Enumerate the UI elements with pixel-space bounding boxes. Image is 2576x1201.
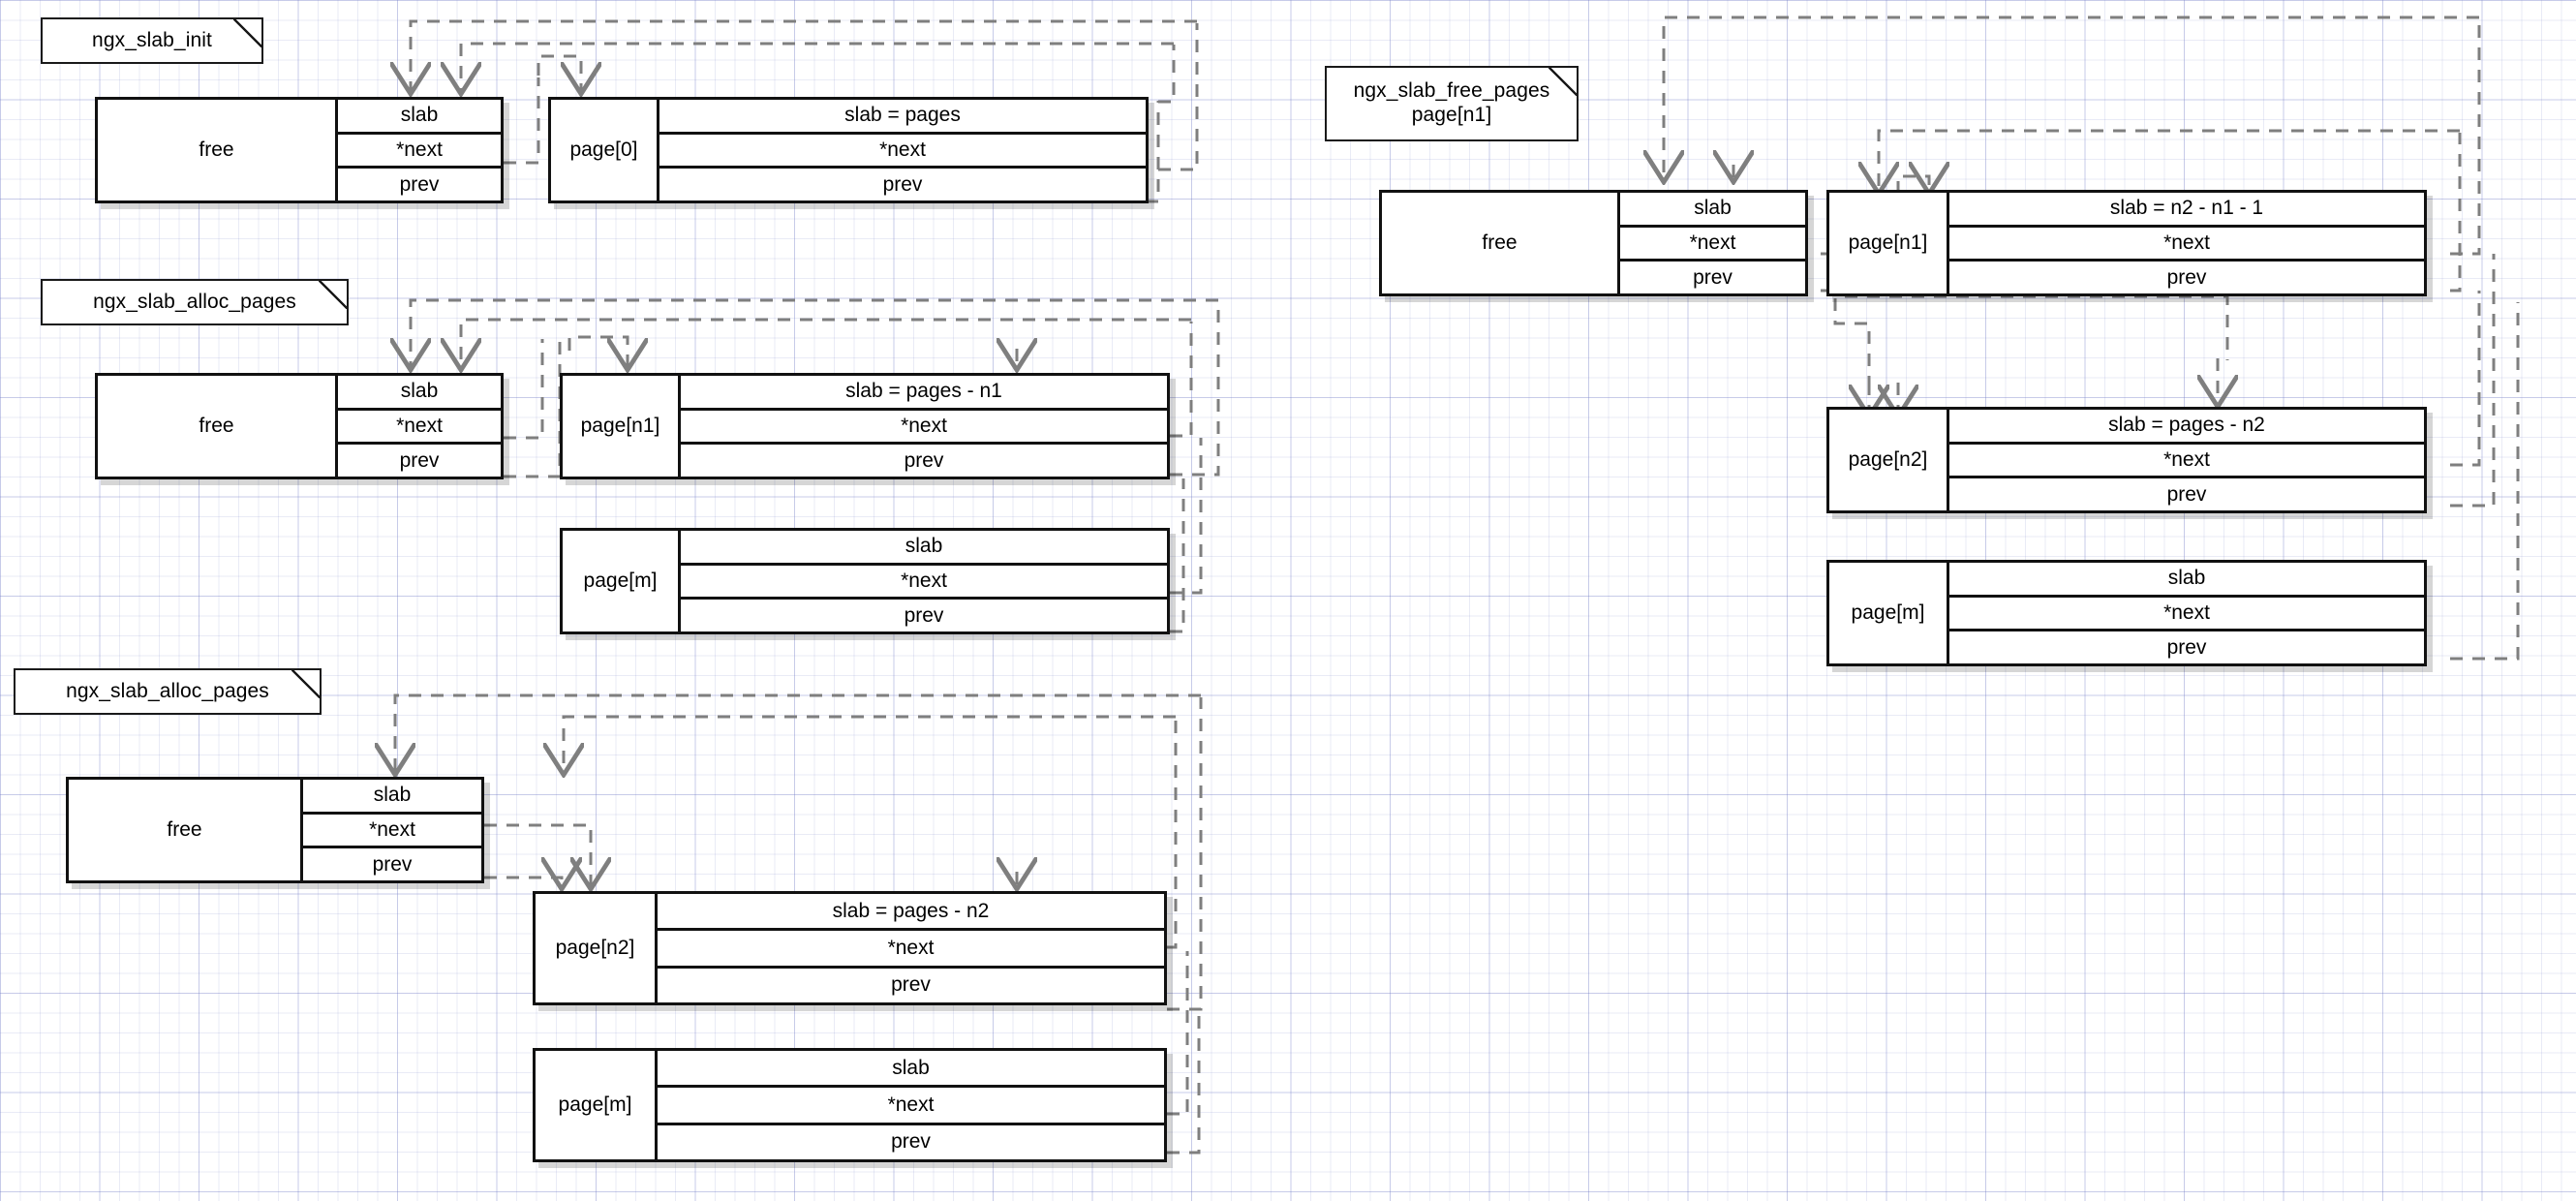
struct-free-free[interactable]: free slab *next prev <box>1379 190 1808 296</box>
field-prev[interactable]: prev <box>303 848 481 881</box>
field-prev[interactable]: prev <box>338 445 501 477</box>
struct-alloc2-pagen2[interactable]: page[n2] slab = pages - n2 *next prev <box>533 891 1167 1005</box>
field-next[interactable]: *next <box>303 814 481 849</box>
field-prev[interactable]: prev <box>1949 478 2424 511</box>
field-next[interactable]: *next <box>1949 227 2424 262</box>
struct-name-cell: free <box>98 376 338 477</box>
field-prev[interactable]: prev <box>338 169 501 201</box>
struct-fields: slab *next prev <box>338 100 501 201</box>
field-slab[interactable]: slab <box>303 780 481 815</box>
field-next[interactable]: *next <box>1620 227 1805 262</box>
struct-fields: slab = pages - n2 *next prev <box>1949 410 2424 511</box>
struct-name-cell: page[n1] <box>1829 193 1949 293</box>
field-next[interactable]: *next <box>659 134 1146 169</box>
struct-name-cell: free <box>1382 193 1620 293</box>
field-prev[interactable]: prev <box>681 600 1167 632</box>
note-ngx-slab-alloc-pages-1: ngx_slab_alloc_pages <box>41 279 349 325</box>
field-prev[interactable]: prev <box>1949 262 2424 294</box>
struct-name-cell: page[m] <box>1829 563 1949 663</box>
field-next[interactable]: *next <box>658 1088 1164 1125</box>
field-prev[interactable]: prev <box>1949 631 2424 664</box>
struct-name-cell: free <box>69 780 303 880</box>
struct-fields: slab *next prev <box>1949 563 2424 664</box>
fold-corner-icon <box>291 669 321 698</box>
struct-init-page0[interactable]: page[0] slab = pages *next prev <box>548 97 1149 203</box>
fold-corner-icon <box>319 280 348 309</box>
field-slab[interactable]: slab <box>681 531 1167 566</box>
struct-fields: slab = pages - n2 *next prev <box>658 894 1164 1002</box>
struct-free-pagem[interactable]: page[m] slab *next prev <box>1826 560 2427 666</box>
field-slab[interactable]: slab <box>1620 193 1805 228</box>
struct-fields: slab *next prev <box>303 780 481 881</box>
struct-name-cell: page[n2] <box>1829 410 1949 510</box>
note-ngx-slab-init: ngx_slab_init <box>41 17 263 64</box>
field-slab[interactable]: slab <box>1949 563 2424 598</box>
field-slab[interactable]: slab <box>338 376 501 411</box>
struct-name-cell: page[0] <box>551 100 659 200</box>
struct-name-cell: page[m] <box>563 531 681 631</box>
field-slab[interactable]: slab <box>658 1051 1164 1089</box>
field-prev[interactable]: prev <box>1620 262 1805 294</box>
struct-init-free[interactable]: free slab *next prev <box>95 97 504 203</box>
struct-free-pagen2[interactable]: page[n2] slab = pages - n2 *next prev <box>1826 407 2427 513</box>
struct-fields: slab *next prev <box>658 1051 1164 1159</box>
struct-free-pagen1[interactable]: page[n1] slab = n2 - n1 - 1 *next prev <box>1826 190 2427 296</box>
fold-corner-icon <box>1549 67 1578 96</box>
struct-fields: slab *next prev <box>1620 193 1805 294</box>
field-prev[interactable]: prev <box>658 968 1164 1002</box>
field-slab[interactable]: slab = pages - n2 <box>1949 410 2424 445</box>
field-slab[interactable]: slab = n2 - n1 - 1 <box>1949 193 2424 228</box>
struct-fields: slab = n2 - n1 - 1 *next prev <box>1949 193 2424 294</box>
field-slab[interactable]: slab <box>338 100 501 135</box>
struct-alloc2-free[interactable]: free slab *next prev <box>66 777 484 883</box>
struct-name-cell: page[n1] <box>563 376 681 477</box>
field-slab[interactable]: slab = pages - n2 <box>658 894 1164 932</box>
note-label: ngx_slab_alloc_pages <box>66 679 269 702</box>
note-label: ngx_slab_init <box>92 28 212 51</box>
struct-alloc2-pagem[interactable]: page[m] slab *next prev <box>533 1048 1167 1162</box>
field-next[interactable]: *next <box>1949 444 2424 479</box>
struct-name-cell: free <box>98 100 338 200</box>
struct-alloc1-pagen1[interactable]: page[n1] slab = pages - n1 *next prev <box>560 373 1170 479</box>
field-next[interactable]: *next <box>681 565 1167 600</box>
struct-fields: slab *next prev <box>681 531 1167 632</box>
field-next[interactable]: *next <box>338 410 501 446</box>
field-slab[interactable]: slab = pages <box>659 100 1146 135</box>
note-label: ngx_slab_free_pages page[n1] <box>1353 79 1550 126</box>
struct-fields: slab = pages - n1 *next prev <box>681 376 1167 477</box>
struct-fields: slab *next prev <box>338 376 501 477</box>
field-prev[interactable]: prev <box>659 169 1146 201</box>
struct-name-cell: page[n2] <box>536 894 658 1002</box>
field-prev[interactable]: prev <box>681 445 1167 477</box>
field-slab[interactable]: slab = pages - n1 <box>681 376 1167 411</box>
note-label: ngx_slab_alloc_pages <box>93 290 296 313</box>
struct-alloc1-free[interactable]: free slab *next prev <box>95 373 504 479</box>
fold-corner-icon <box>233 18 262 47</box>
field-next[interactable]: *next <box>681 410 1167 446</box>
struct-fields: slab = pages *next prev <box>659 100 1146 201</box>
field-prev[interactable]: prev <box>658 1124 1164 1159</box>
field-next[interactable]: *next <box>1949 597 2424 632</box>
note-ngx-slab-free-pages: ngx_slab_free_pages page[n1] <box>1325 66 1579 141</box>
field-next[interactable]: *next <box>658 931 1164 969</box>
field-next[interactable]: *next <box>338 134 501 169</box>
struct-alloc1-pagem[interactable]: page[m] slab *next prev <box>560 528 1170 634</box>
note-ngx-slab-alloc-pages-2: ngx_slab_alloc_pages <box>14 668 322 715</box>
struct-name-cell: page[m] <box>536 1051 658 1159</box>
